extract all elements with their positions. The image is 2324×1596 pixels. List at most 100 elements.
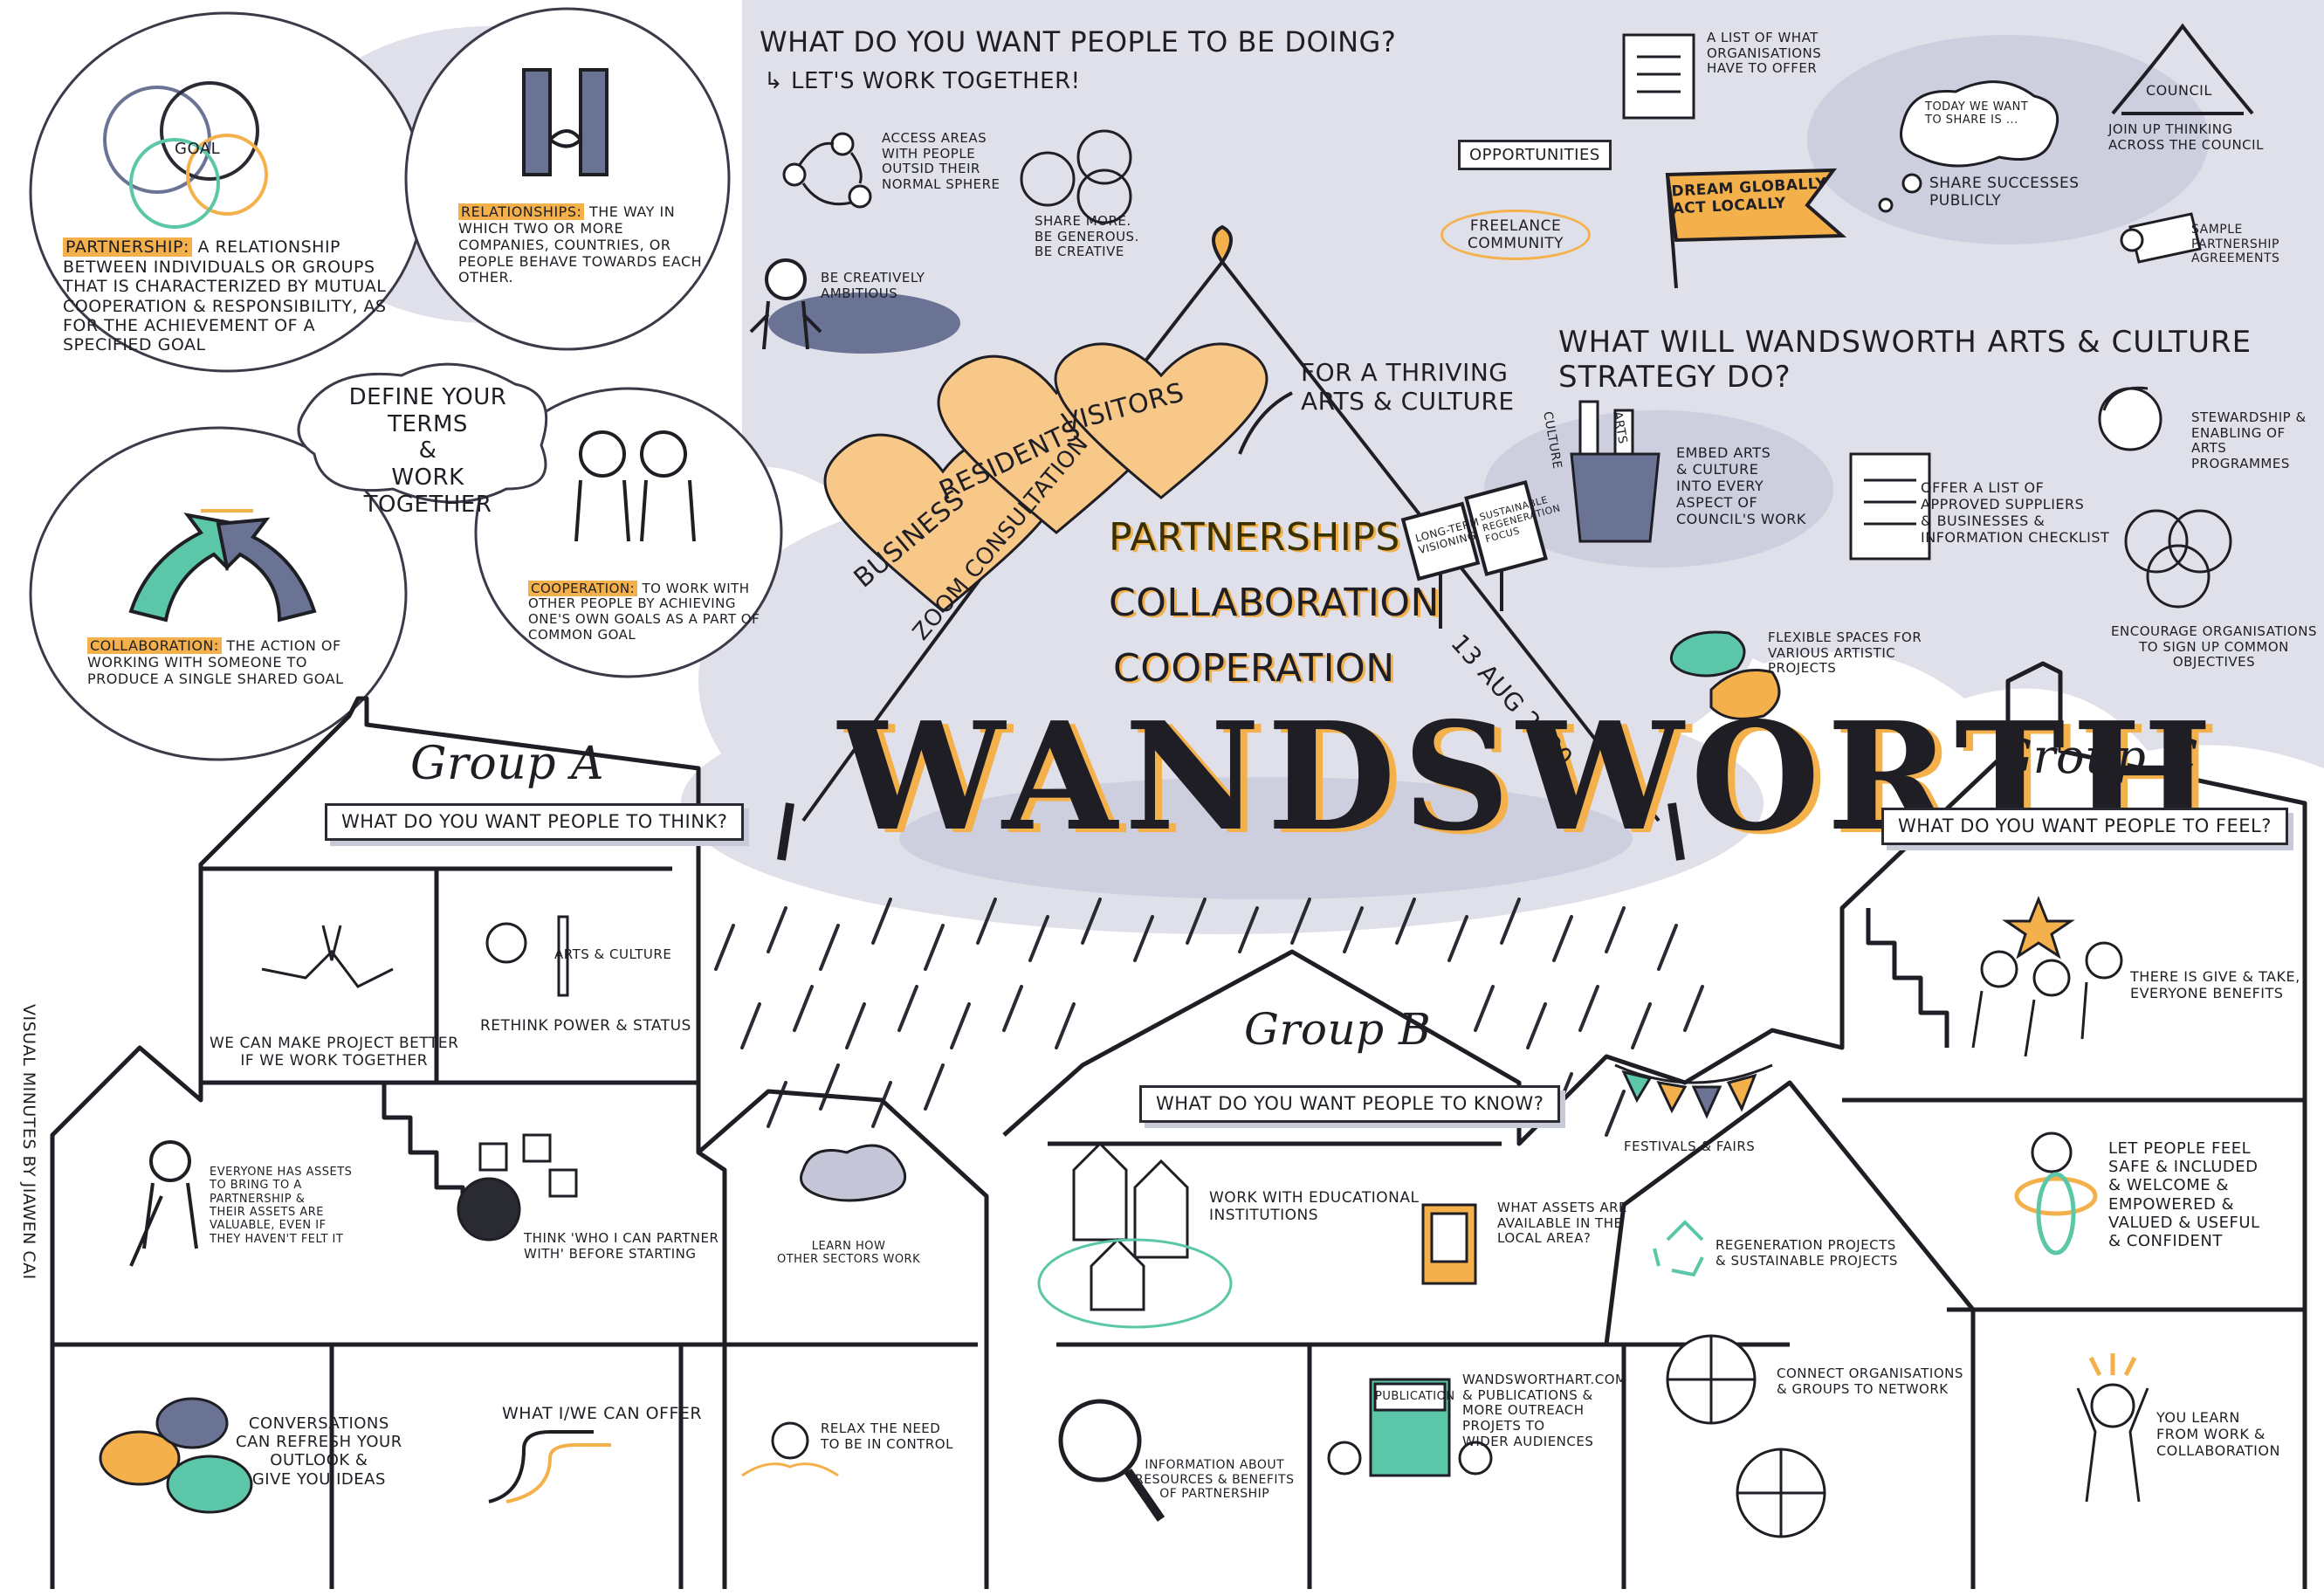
credit-label: VISUAL MINUTES BY JIAWEN CAI <box>19 1004 38 1280</box>
group-a-card-2: RETHINK POWER & STATUS <box>480 1017 691 1035</box>
included-person-icon <box>2014 1132 2098 1255</box>
people-group-icon <box>1971 941 2123 1057</box>
collaboration-text: THE ACTION OF WORKING WITH SOMEONE TO PR… <box>87 636 344 687</box>
access-areas-text: ACCESS AREAS WITH PEOPLE OUTSID THEIR NO… <box>882 130 1000 193</box>
publication-label: PUBLICATION <box>1375 1390 1455 1403</box>
cooperation-text: TO WORK WITH OTHER PEOPLE BY ACHIEVING O… <box>528 580 760 643</box>
signpost-icon <box>1400 480 1548 629</box>
flag-icon <box>1665 168 1847 289</box>
collaboration-term: COLLABORATION: <box>87 636 222 654</box>
flexible-spaces: FLEXIBLE SPACES FOR VARIOUS ARTISTIC PRO… <box>1768 629 1922 677</box>
council-building-icon <box>2111 23 2254 115</box>
offer-swirl-icon <box>488 1430 611 1503</box>
blob-spaces-icon <box>1669 630 1781 720</box>
sample-agreements: SAMPLE PARTNERSHIP AGREEMENTS <box>2191 223 2280 266</box>
recycle-icon <box>1653 1220 1704 1277</box>
group-b-card-3: INFORMATION ABOUT RESOURCES & BENEFITS O… <box>1135 1458 1295 1502</box>
group-b-question: WHAT DO YOU WANT PEOPLE TO KNOW? <box>1139 1085 1561 1123</box>
doing-subtitle: ↳ LET'S WORK TOGETHER! <box>764 68 1081 94</box>
venn-icon <box>2124 509 2232 609</box>
magnifier-icon <box>1058 1399 1165 1522</box>
group-a-card-4: THINK 'WHO I CAN PARTNER WITH' BEFORE ST… <box>524 1230 719 1262</box>
group-b-card-4: WANDSWORTHART.COM & PUBLICATIONS & MORE … <box>1462 1372 1627 1449</box>
group-b-card-1: WORK WITH EDUCATIONAL INSTITUTIONS <box>1209 1189 1420 1225</box>
offer-list-text: A LIST OF WHAT ORGANISATIONS HAVE TO OFF… <box>1707 30 1822 77</box>
arts-culture-label: ARTS & CULTURE <box>554 946 672 962</box>
group-b-title: Group B <box>1244 1004 1432 1055</box>
group-b-card-5: REGENERATION PROJECTS & SUSTAINABLE PROJ… <box>1715 1237 1898 1269</box>
checklist-icon <box>1622 33 1695 120</box>
scroll-icon <box>2120 212 2202 264</box>
buildings-icon <box>1037 1141 1233 1329</box>
share-successes: SHARE SUCCESSES PUBLICLY <box>1929 175 2080 210</box>
relaxed-person-icon <box>741 1421 839 1477</box>
today-share: TODAY WE WANT TO SHARE IS ... <box>1925 100 2029 127</box>
embed-arts: EMBED ARTS & CULTURE INTO EVERY ASPECT O… <box>1676 444 1806 527</box>
goal-rings-icon <box>103 81 268 229</box>
partnership-term: PARTNERSHIP: <box>63 237 192 258</box>
two-people-icon <box>574 430 696 542</box>
bin-icon <box>1570 400 1660 543</box>
goal-label: GOAL <box>175 140 221 158</box>
cooperation-definition: COOPERATION: TO WORK WITH OTHER PEOPLE B… <box>528 566 764 643</box>
tent-partnerships: PARTNERSHIPS <box>1109 515 1400 560</box>
access-areas-icon <box>782 132 872 209</box>
group-b-card-6: CONNECT ORGANISATIONS & GROUPS TO NETWOR… <box>1777 1366 1963 1397</box>
define-terms: DEFINE YOUR TERMS & WORK TOGETHER <box>348 384 507 518</box>
document-list-icon <box>1849 452 1931 561</box>
pointing-person-icon <box>129 1140 198 1267</box>
group-a-card-1: WE CAN MAKE PROJECT BETTER IF WE WORK TO… <box>210 1035 459 1070</box>
partnership-definition: PARTNERSHIP: A RELATIONSHIP BETWEEN INDI… <box>63 218 395 355</box>
group-a-card-6: CONVERSATIONS CAN REFRESH YOUR OUTLOOK &… <box>236 1414 402 1489</box>
face-photos-icon <box>457 1133 578 1242</box>
relationships-term: RELATIONSHIPS: <box>458 203 585 220</box>
tent <box>777 224 1685 861</box>
doing-title: WHAT DO YOU WANT PEOPLE TO BE DOING? <box>760 25 1397 58</box>
share-more-text: SHARE MORE. BE GENEROUS. BE CREATIVE <box>1035 213 1139 260</box>
stewardship-text: STEWARDSHIP & ENABLING OF ARTS PROGRAMME… <box>2191 409 2307 472</box>
ambitious-text: BE CREATIVELY AMBITIOUS <box>821 270 925 301</box>
strategy-title: WHAT WILL WANDSWORTH ARTS & CULTURE STRA… <box>1558 325 2252 396</box>
group-c-card-2: LET PEOPLE FEEL SAFE & INCLUDED & WELCOM… <box>2108 1139 2260 1251</box>
handshake-icon <box>522 68 609 176</box>
group-c-card-1: THERE IS GIVE & TAKE, EVERYONE BENEFITS <box>2130 968 2300 1001</box>
group-a-card-7: WHAT I/WE CAN OFFER <box>502 1404 703 1423</box>
globe-icon <box>1666 1334 1826 1538</box>
cloud-thought-icon <box>800 1144 907 1202</box>
council-label: COUNCIL <box>2146 82 2212 99</box>
thriving-arts: FOR A THRIVING ARTS & CULTURE <box>1301 358 1515 416</box>
ambitious-person-icon <box>749 258 960 354</box>
houses-outline <box>50 661 2307 1589</box>
opportunities-banner: OPPORTUNITIES <box>1458 140 1612 171</box>
tent-collaboration: COLLABORATION <box>1109 581 1440 625</box>
tent-cooperation: COOPERATION <box>1113 646 1395 691</box>
partnership-text: A RELATIONSHIP BETWEEN INDIVIDUALS OR GR… <box>63 237 387 355</box>
group-c-question: WHAT DO YOU WANT PEOPLE TO FEEL? <box>1881 808 2288 845</box>
offer-suppliers: OFFER A LIST OF APPROVED SUPPLIERS & BUS… <box>1921 479 2110 546</box>
group-a-card-3: EVERYONE HAS ASSETS TO BRING TO A PARTNE… <box>210 1166 353 1246</box>
relationships-text: THE WAY IN WHICH TWO OR MORE COMPANIES, … <box>458 203 703 286</box>
group-c-card-3: YOU LEARN FROM WORK & COLLABORATION <box>2156 1409 2280 1459</box>
learner-person-icon <box>2076 1353 2149 1503</box>
collaboration-arrows-icon <box>128 509 317 623</box>
group-a-card-8: RELAX THE NEED TO BE IN CONTROL <box>821 1421 953 1452</box>
cooperation-term: COOPERATION: <box>528 580 638 596</box>
freelance-community: FREELANCE COMMUNITY <box>1440 210 1592 261</box>
group-a-question: WHAT DO YOU WANT PEOPLE TO THINK? <box>325 803 745 841</box>
group-b-card-2: WHAT ASSETS ARE AVAILABLE IN THE LOCAL A… <box>1497 1200 1628 1247</box>
encourage-text: ENCOURAGE ORGANISATIONS TO SIGN UP COMMO… <box>2111 623 2317 671</box>
festivals-label: FESTIVALS & FAIRS <box>1624 1139 1756 1154</box>
steward-face-icon <box>2098 386 2162 451</box>
speech-bubbles-icon <box>99 1397 253 1514</box>
star-icon <box>2002 895 2075 960</box>
circles-icon <box>1020 129 1132 224</box>
hands-icon <box>261 925 394 988</box>
publication-icon <box>1327 1378 1493 1477</box>
bunting-icon <box>1614 1063 1773 1119</box>
collaboration-definition: COLLABORATION: THE ACTION OF WORKING WIT… <box>87 622 367 688</box>
relationships-definition: RELATIONSHIPS: THE WAY IN WHICH TWO OR M… <box>458 188 703 286</box>
speech-cloud-icon <box>1878 80 2059 213</box>
join-thinking: JOIN UP THINKING ACROSS THE COUNCIL <box>2108 121 2264 153</box>
folder-icon <box>1421 1203 1477 1285</box>
